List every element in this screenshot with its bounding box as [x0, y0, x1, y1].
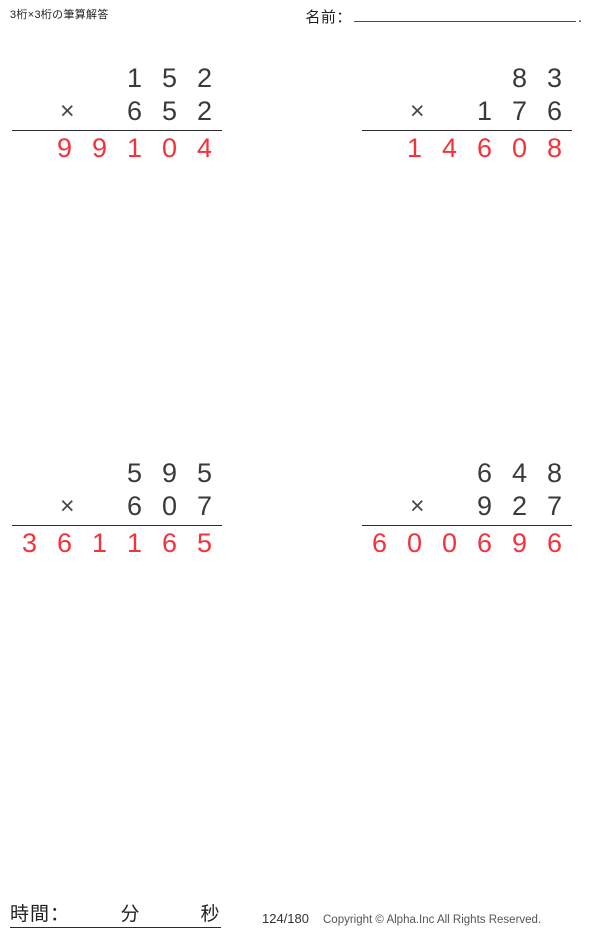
digit: 6	[546, 96, 563, 126]
digit: 0	[441, 528, 458, 558]
digit: 2	[511, 491, 528, 521]
page-footer: 時間： 分 秒 124/180 Copyright © Alpha.Inc Al…	[0, 894, 600, 938]
answer-digits: 1 4 6 0 8	[397, 132, 572, 165]
digit: 9	[91, 133, 108, 163]
answer-digits: 6 0 0 6 9 6	[362, 527, 572, 560]
digit: 0	[406, 528, 423, 558]
digit: 0	[161, 133, 178, 163]
multiplicand-digits: 6 4 8	[467, 457, 572, 490]
problem-4: 6 4 8 × 9 2 7 6 0 0 6 9 6	[362, 457, 572, 560]
digit: 1	[126, 63, 143, 93]
name-field-area: 名前： .	[305, 4, 582, 27]
calculation-rule	[12, 130, 222, 131]
multiplicand-row: 8 3	[362, 62, 572, 95]
digit: 5	[196, 458, 213, 488]
multiplier-row: × 6 0 7	[12, 490, 222, 523]
digit: 1	[126, 528, 143, 558]
answer-row: 6 0 0 6 9 6	[362, 527, 572, 560]
multiplicand-row: 5 9 5	[12, 457, 222, 490]
digit: 5	[161, 96, 178, 126]
digit: 6	[126, 96, 143, 126]
multiplicand-row: 1 5 2	[12, 62, 222, 95]
answer-digits: 9 9 1 0 4	[47, 132, 222, 165]
digit: 3	[546, 63, 563, 93]
multiplicand-row: 6 4 8	[362, 457, 572, 490]
multiply-operator-icon: ×	[410, 97, 425, 125]
digit: 8	[546, 458, 563, 488]
digit: 0	[161, 491, 178, 521]
answer-row: 3 6 1 1 6 5	[12, 527, 222, 560]
answer-row: 1 4 6 0 8	[362, 132, 572, 165]
multiplier-digits: 9 2 7	[467, 490, 572, 523]
copyright-notice: Copyright © Alpha.Inc All Rights Reserve…	[323, 914, 542, 926]
calculation-rule	[362, 525, 572, 526]
multiply-operator-icon: ×	[410, 492, 425, 520]
digit: 8	[546, 133, 563, 163]
calculation-rule	[362, 130, 572, 131]
digit: 1	[476, 96, 493, 126]
digit: 6	[546, 528, 563, 558]
time-entry-label: 時間： 分 秒	[10, 904, 221, 925]
digit: 9	[161, 458, 178, 488]
multiplier-digits: 6 0 7	[117, 490, 222, 523]
digit: 6	[126, 491, 143, 521]
digit: 6	[476, 458, 493, 488]
multiplier-digits: 6 5 2	[117, 95, 222, 128]
calculation-rule	[12, 525, 222, 526]
digit: 9	[476, 491, 493, 521]
name-trailing-mark: .	[577, 9, 582, 26]
digit: 7	[511, 96, 528, 126]
digit: 9	[56, 133, 73, 163]
multiply-operator-icon: ×	[60, 492, 75, 520]
digit: 4	[441, 133, 458, 163]
footer-meta: 124/180 Copyright © Alpha.Inc All Rights…	[262, 911, 541, 926]
digit: 6	[56, 528, 73, 558]
multiplicand-digits: 5 9 5	[117, 457, 222, 490]
digit: 7	[546, 491, 563, 521]
digit: 6	[161, 528, 178, 558]
problem-3: 5 9 5 × 6 0 7 3 6 1 1 6 5	[12, 457, 222, 560]
digit: 6	[476, 133, 493, 163]
digit: 4	[196, 133, 213, 163]
digit: 1	[126, 133, 143, 163]
digit: 6	[371, 528, 388, 558]
multiplier-row: × 9 2 7	[362, 490, 572, 523]
multiply-operator-icon: ×	[60, 97, 75, 125]
page-title: 3桁×3桁の筆算解答	[10, 9, 109, 21]
page-number: 124/180	[262, 911, 309, 926]
multiplicand-digits: 8 3	[502, 62, 572, 95]
multiplier-digits: 1 7 6	[467, 95, 572, 128]
time-entry-field[interactable]: 時間： 分 秒	[10, 899, 221, 928]
digit: 2	[196, 63, 213, 93]
digit: 3	[21, 528, 38, 558]
digit: 0	[511, 133, 528, 163]
digit: 1	[91, 528, 108, 558]
digit: 1	[406, 133, 423, 163]
digit: 8	[511, 63, 528, 93]
answer-digits: 3 6 1 1 6 5	[12, 527, 222, 560]
digit: 5	[196, 528, 213, 558]
digit: 5	[161, 63, 178, 93]
multiplier-row: × 1 7 6	[362, 95, 572, 128]
multiplicand-digits: 1 5 2	[117, 62, 222, 95]
problem-2: 8 3 × 1 7 6 1 4 6 0 8	[362, 62, 572, 165]
name-input-line[interactable]	[353, 4, 576, 22]
answer-row: 9 9 1 0 4	[12, 132, 222, 165]
digit: 7	[196, 491, 213, 521]
digit: 2	[196, 96, 213, 126]
digit: 9	[511, 528, 528, 558]
problem-1: 1 5 2 × 6 5 2 9 9 1 0 4	[12, 62, 222, 165]
name-label: 名前：	[305, 9, 352, 26]
digit: 6	[476, 528, 493, 558]
digit: 4	[511, 458, 528, 488]
digit: 5	[126, 458, 143, 488]
multiplier-row: × 6 5 2	[12, 95, 222, 128]
